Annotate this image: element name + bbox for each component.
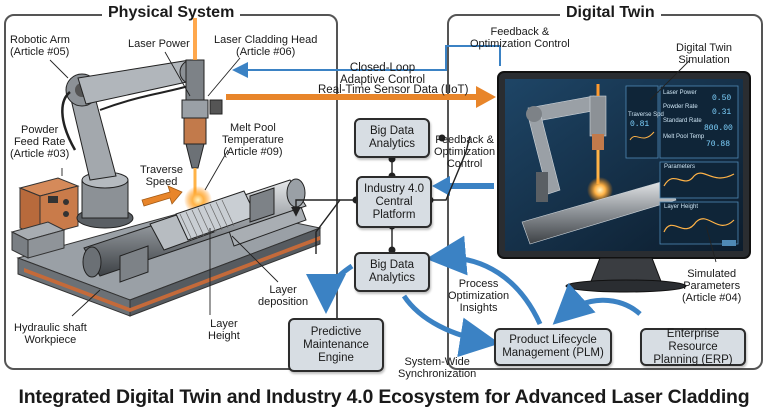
monitor bbox=[497, 71, 751, 293]
readout-label-4: Standard Rate bbox=[663, 118, 702, 124]
traverse-speed-arrow bbox=[141, 185, 183, 207]
readout-label-3: Traverse Spd bbox=[628, 112, 664, 118]
laser-cladding-head bbox=[181, 18, 223, 214]
digital-leaders bbox=[649, 59, 717, 263]
laser-power-label: Laser Power bbox=[128, 38, 190, 50]
powder-feeder bbox=[10, 177, 80, 259]
digital-twin-title: Digital Twin bbox=[560, 4, 661, 22]
readout-value-5: 70.88 bbox=[706, 140, 731, 149]
readout-label-1: Laser Power bbox=[663, 90, 697, 96]
cladding-head-label: Laser Cladding Head(Article #06) bbox=[214, 34, 318, 58]
physical-leaders bbox=[49, 51, 279, 317]
readout-value-1: 0.50 bbox=[712, 94, 732, 103]
feedback-top-label: Feedback &Optimization Control bbox=[470, 26, 570, 50]
physical-system-title: Physical System bbox=[102, 4, 241, 22]
readout-value-2: 0.31 bbox=[712, 108, 732, 117]
readout-label-2: Powder Rate bbox=[663, 104, 698, 110]
blue-cycle-arrows bbox=[306, 235, 642, 358]
feedback-arrow-mid bbox=[432, 176, 494, 196]
monitor-panel-parameters: Parameters bbox=[664, 164, 696, 170]
readout-value-3: 0.81 bbox=[630, 120, 650, 129]
robotic-arm bbox=[61, 59, 205, 229]
readout-label-5: Melt Pool Temp bbox=[663, 134, 705, 140]
feedback-arrow-top bbox=[232, 45, 501, 78]
closed-loop-arrow bbox=[226, 86, 496, 108]
sensor-data-label: Real-Time Sensor Data (IIoT) bbox=[318, 84, 469, 96]
readout-value-4: 800.00 bbox=[704, 124, 733, 133]
monitor-panel-layer-height: Layer Height bbox=[664, 204, 699, 210]
robotic-arm-label: Robotic Arm(Article #05) bbox=[10, 34, 70, 58]
figure-title: Integrated Digital Twin and Industry 4.0… bbox=[18, 386, 750, 408]
